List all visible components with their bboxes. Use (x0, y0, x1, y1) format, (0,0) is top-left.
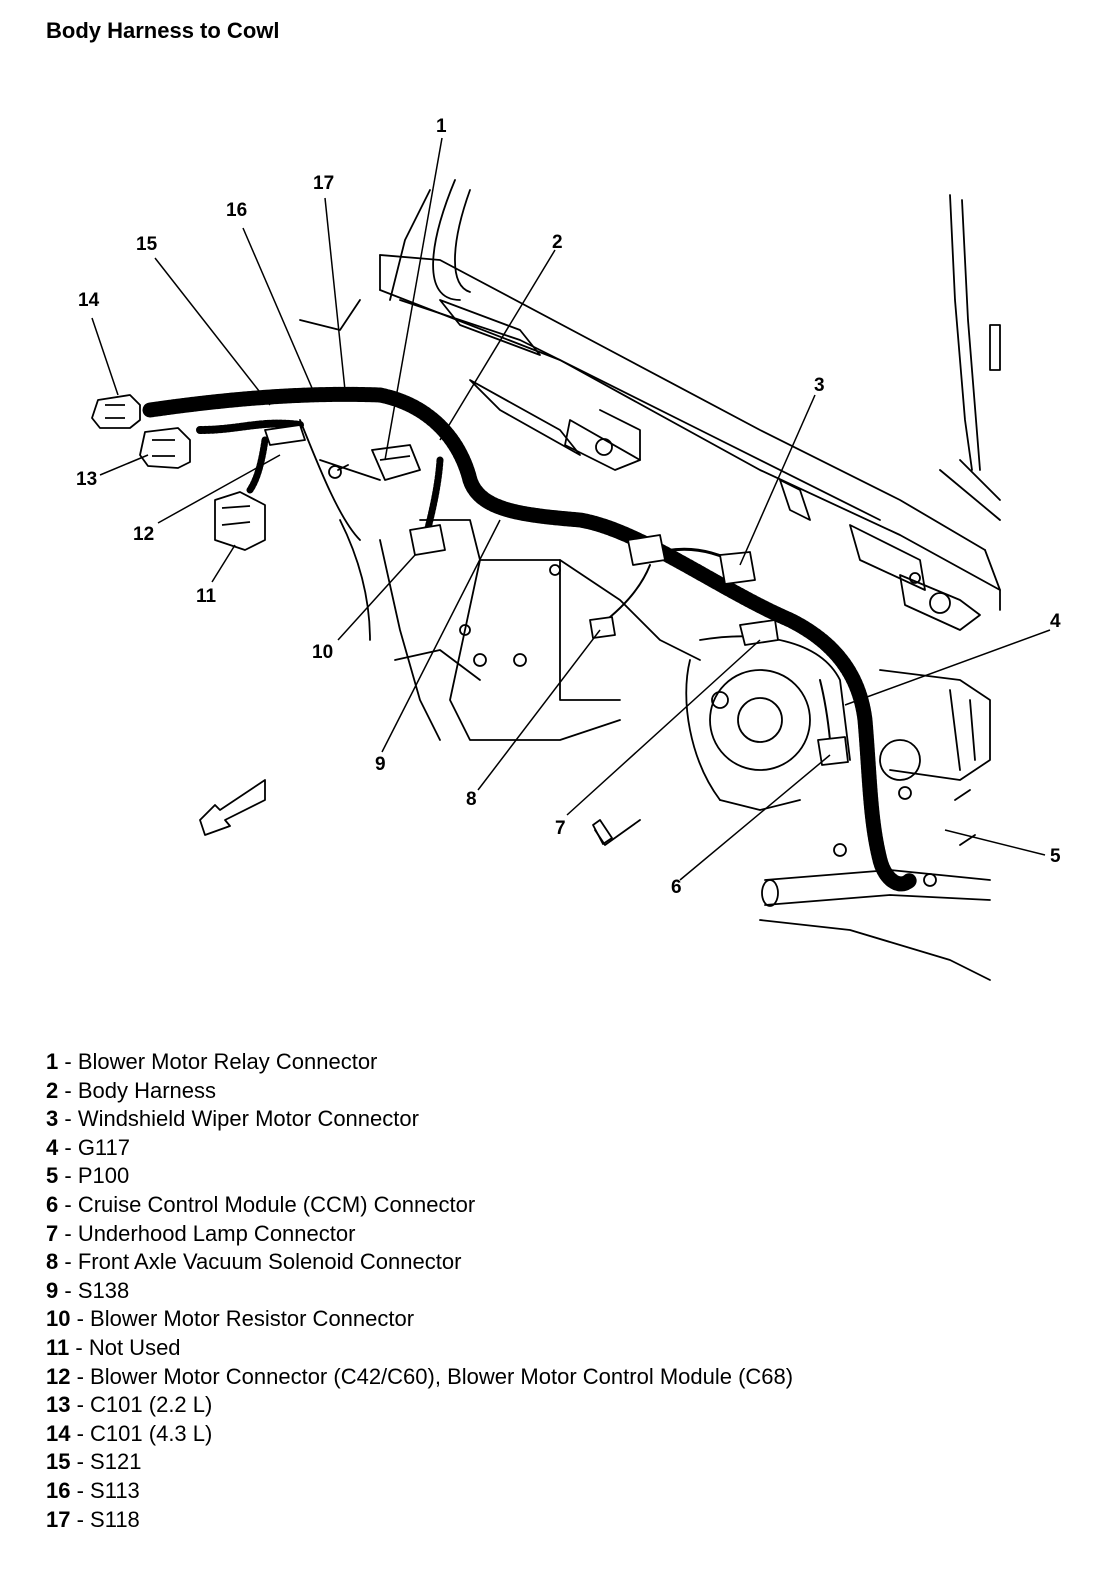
legend-label: Cruise Control Module (CCM) Connector (77, 1191, 476, 1217)
legend-separator: - (58, 1077, 78, 1103)
legend-item: 3 - Windshield Wiper Motor Connector (46, 1105, 1086, 1134)
legend-label: Not Used (88, 1334, 181, 1360)
legend-number: 8 (46, 1249, 59, 1275)
legend-label: Underhood Lamp Connector (77, 1220, 356, 1246)
legend-item: 10 - Blower Motor Resistor Connector (46, 1305, 1086, 1334)
callout-numbers: 1 2 3 4 5 6 7 8 9 10 11 12 13 14 15 16 1… (76, 116, 1061, 898)
harness-diagram: 1 2 3 4 5 6 7 8 9 10 11 12 13 14 15 16 1… (76, 116, 1061, 981)
legend-label: S113 (90, 1477, 140, 1503)
legend-separator: - (69, 1334, 89, 1360)
legend-number: 4 (46, 1134, 59, 1160)
legend-label: Blower Motor Connector (C42/C60), Blower… (90, 1363, 794, 1389)
legend-label: S118 (90, 1506, 140, 1532)
legend-number: 14 (46, 1420, 71, 1446)
legend-label: Blower Motor Resistor Connector (90, 1306, 415, 1332)
legend-label: Blower Motor Relay Connector (77, 1049, 378, 1074)
legend-number: 11 (46, 1334, 70, 1360)
legend-separator: - (58, 1220, 78, 1246)
leader-lines (91, 137, 1051, 881)
legend-separator: - (58, 1249, 78, 1275)
legend-separator: - (70, 1392, 91, 1418)
callout-label: 8 (466, 789, 477, 810)
legend-label: S121 (90, 1449, 142, 1475)
legend-number: 5 (46, 1163, 59, 1189)
legend-number: 15 (46, 1449, 71, 1475)
legend-label: S138 (77, 1277, 130, 1303)
legend-item: 4 - G117 (46, 1134, 1086, 1163)
legend-separator: - (58, 1163, 78, 1189)
legend-label: C101 (4.3 L) (90, 1420, 213, 1446)
legend-number: 13 (46, 1392, 71, 1418)
legend-number: 7 (46, 1220, 59, 1246)
legend-separator: - (58, 1106, 78, 1132)
legend-item: 1 - Blower Motor Relay Connector (46, 1048, 1086, 1077)
callout-label: 5 (1050, 846, 1061, 867)
callout-label: 1 (436, 116, 447, 137)
legend-label: C101 (2.2 L) (90, 1392, 213, 1418)
legend-number: 16 (46, 1477, 71, 1503)
legend-separator: - (70, 1420, 91, 1446)
legend-separator: - (70, 1506, 91, 1532)
legend-label: Windshield Wiper Motor Connector (77, 1106, 419, 1132)
legend-item: 6 - Cruise Control Module (CCM) Connecto… (46, 1191, 1086, 1220)
legend-separator: - (58, 1191, 78, 1217)
callout-label: 11 (196, 586, 217, 607)
legend-label: Front Axle Vacuum Solenoid Connector (77, 1249, 462, 1275)
legend-item: 15 - S121 (46, 1448, 1086, 1477)
legend-separator: - (70, 1306, 91, 1332)
legend-item: 11 - Not Used (46, 1334, 1086, 1363)
legend-item: 12 - Blower Motor Connector (C42/C60), B… (46, 1363, 1086, 1392)
legend-separator: - (70, 1363, 91, 1389)
legend-separator: - (70, 1477, 91, 1503)
legend-item: 8 - Front Axle Vacuum Solenoid Connector (46, 1248, 1086, 1277)
callout-label: 14 (78, 290, 100, 311)
legend-number: 10 (46, 1306, 71, 1332)
legend-item: 7 - Underhood Lamp Connector (46, 1220, 1086, 1249)
callout-label: 12 (133, 524, 154, 545)
legend-number: 1 (46, 1049, 59, 1074)
callout-label: 4 (1050, 611, 1061, 632)
callout-label: 9 (375, 754, 386, 775)
callout-label: 15 (136, 234, 158, 255)
body-structure-drawing (199, 179, 1001, 981)
callout-label: 16 (226, 200, 247, 221)
legend-item: 2 - Body Harness (46, 1077, 1086, 1106)
legend-number: 17 (46, 1506, 71, 1532)
legend-item: 17 - S118 (46, 1506, 1086, 1535)
legend-item: 9 - S138 (46, 1277, 1086, 1306)
callout-label: 10 (312, 642, 333, 663)
legend-number: 12 (46, 1363, 71, 1389)
legend-item: 13 - C101 (2.2 L) (46, 1391, 1086, 1420)
legend-number: 2 (46, 1077, 59, 1103)
page-title: Body Harness to Cowl (46, 18, 280, 43)
legend-label: G117 (77, 1134, 130, 1160)
callout-label: 17 (313, 173, 334, 194)
legend-number: 3 (46, 1106, 59, 1132)
legend-item: 14 - C101 (4.3 L) (46, 1420, 1086, 1449)
legend-item: 16 - S113 (46, 1477, 1086, 1506)
callout-label: 7 (555, 818, 566, 839)
callout-label: 3 (814, 375, 825, 396)
callout-label: 13 (76, 469, 97, 490)
legend-separator: - (70, 1449, 91, 1475)
legend-separator: - (58, 1049, 78, 1074)
callout-label: 6 (671, 877, 682, 898)
legend-item: 5 - P100 (46, 1162, 1086, 1191)
legend-number: 9 (46, 1277, 59, 1303)
legend-separator: - (58, 1277, 78, 1303)
callout-label: 2 (552, 232, 563, 253)
legend-label: P100 (77, 1163, 130, 1189)
component-legend: 1 - Blower Motor Relay Connector 2 - Bod… (46, 1048, 1086, 1534)
legend-number: 6 (46, 1191, 59, 1217)
body-harness-drawing (142, 386, 918, 892)
legend-separator: - (58, 1134, 78, 1160)
legend-label: Body Harness (77, 1077, 216, 1103)
